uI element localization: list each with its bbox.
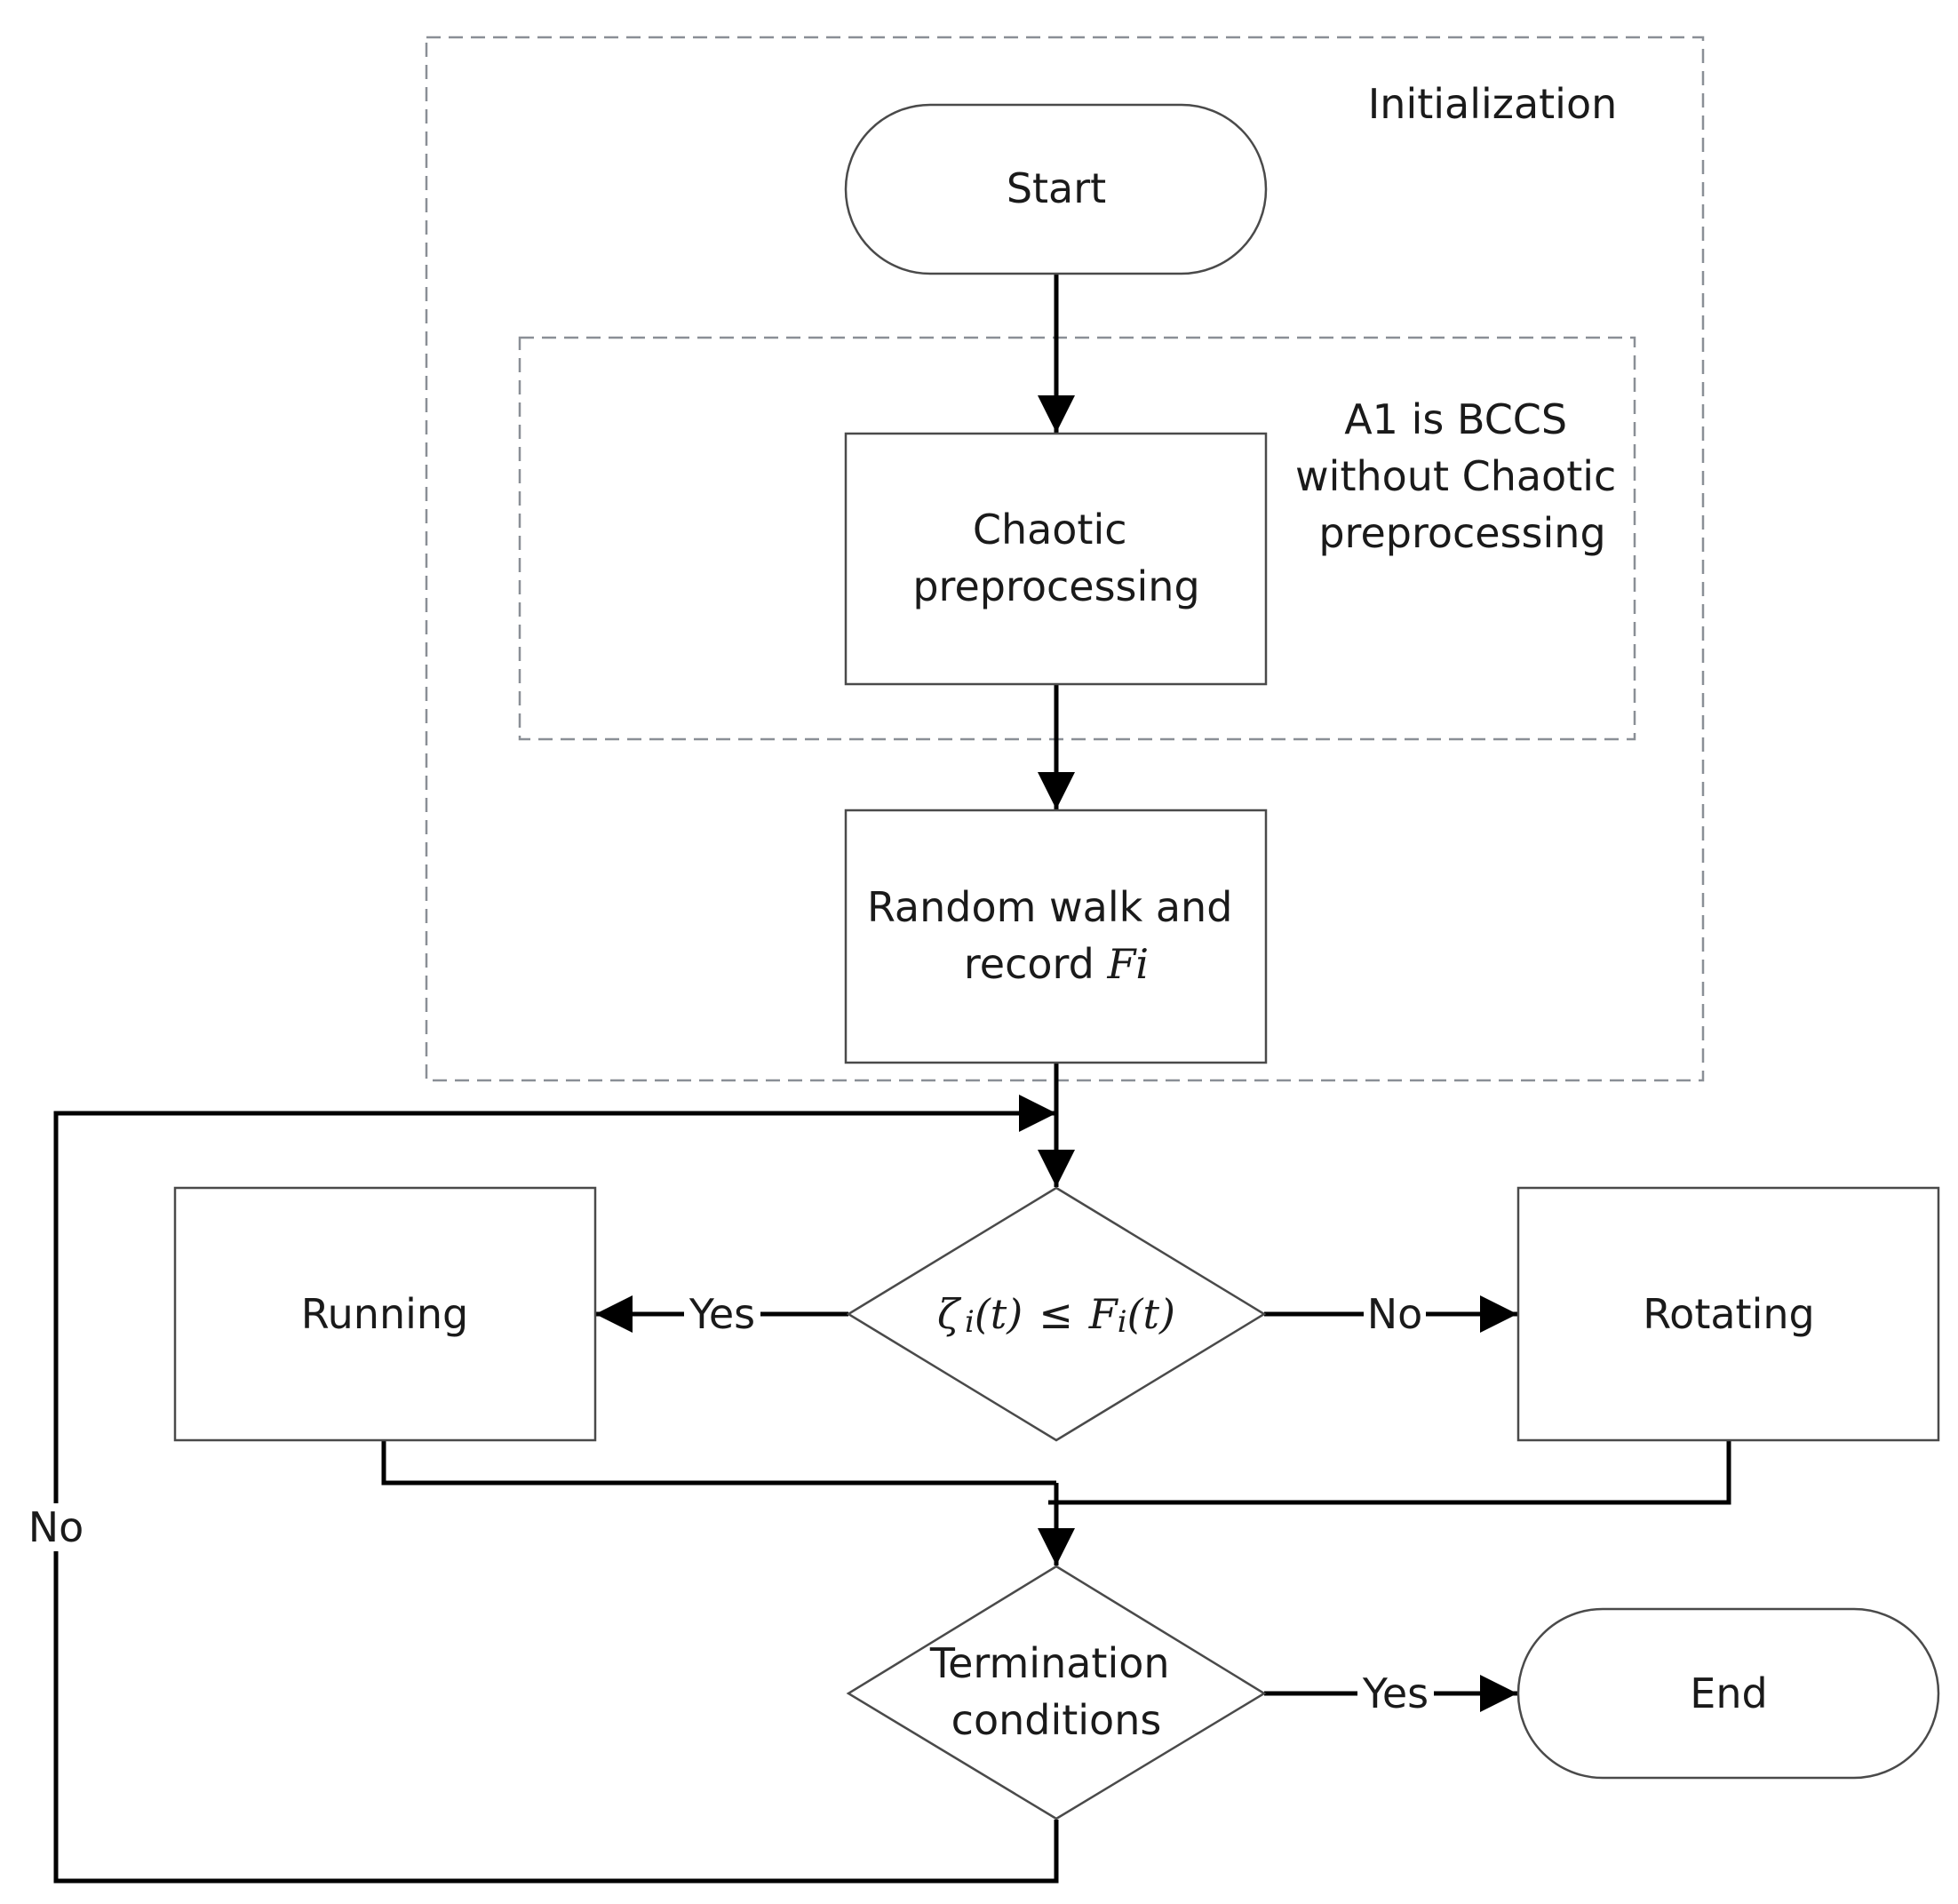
edge-label-cond-no: No — [1367, 1290, 1423, 1338]
a1-note-line-3: preprocessing — [1318, 509, 1605, 557]
a1-note-line-1: A1 is BCCS — [1344, 395, 1567, 443]
edge-running-merge — [381, 1441, 1056, 1486]
edge-termination-loop — [53, 1095, 1059, 1884]
a1-note-group — [518, 336, 1636, 741]
random-walk-box — [844, 809, 1268, 1064]
running-box — [173, 1186, 597, 1442]
edge-rotating-merge — [1048, 1441, 1731, 1505]
edge-label-term-no: No — [28, 1503, 84, 1551]
chaotic-line-1: Chaotic — [973, 506, 1127, 554]
running-label: Running — [301, 1290, 469, 1338]
cond-rhs-sub: i — [1118, 1304, 1127, 1340]
condition-diamond — [846, 1186, 1267, 1442]
chaotic-preprocessing-label: Chaotic preprocessing — [912, 506, 1199, 610]
rotating-box — [1516, 1186, 1940, 1442]
a1-note-line-2: without Chaotic — [1295, 452, 1616, 500]
initialization-label: Initialization — [1368, 80, 1618, 128]
start-label: Start — [1007, 164, 1106, 212]
end-label: End — [1690, 1669, 1767, 1717]
edge-label-cond-yes: Yes — [688, 1290, 755, 1338]
random-walk-line-2: record Fi — [964, 940, 1149, 988]
cond-rhs-arg: (t) — [1127, 1290, 1175, 1338]
a1-note-label: A1 is BCCS without Chaotic preprocessing — [1295, 395, 1629, 557]
cond-rhs: F — [1088, 1290, 1119, 1338]
chaotic-preprocessing-box — [844, 432, 1268, 686]
start-terminal — [844, 103, 1268, 275]
termination-line-2: conditions — [951, 1696, 1162, 1744]
cond-op: ≤ — [1039, 1290, 1073, 1338]
termination-label: Termination conditions — [929, 1639, 1182, 1744]
cond-lhs-arg: (t) — [975, 1290, 1023, 1338]
termination-line-1: Termination — [929, 1639, 1170, 1687]
end-terminal — [1516, 1607, 1940, 1780]
random-walk-label: Random walk and record Fi — [867, 883, 1246, 988]
cond-zeta-sub: i — [965, 1304, 975, 1340]
edge-label-term-yes: Yes — [1362, 1669, 1429, 1717]
termination-diamond — [846, 1565, 1267, 1820]
random-walk-line-1: Random walk and — [867, 883, 1232, 931]
random-walk-line-2-text: record — [964, 940, 1108, 988]
initialization-group — [425, 36, 1705, 1082]
cond-zeta: ζ — [937, 1290, 962, 1338]
rotating-label: Rotating — [1643, 1290, 1814, 1338]
random-walk-var: Fi — [1106, 940, 1149, 988]
chaotic-line-2: preprocessing — [912, 562, 1199, 610]
